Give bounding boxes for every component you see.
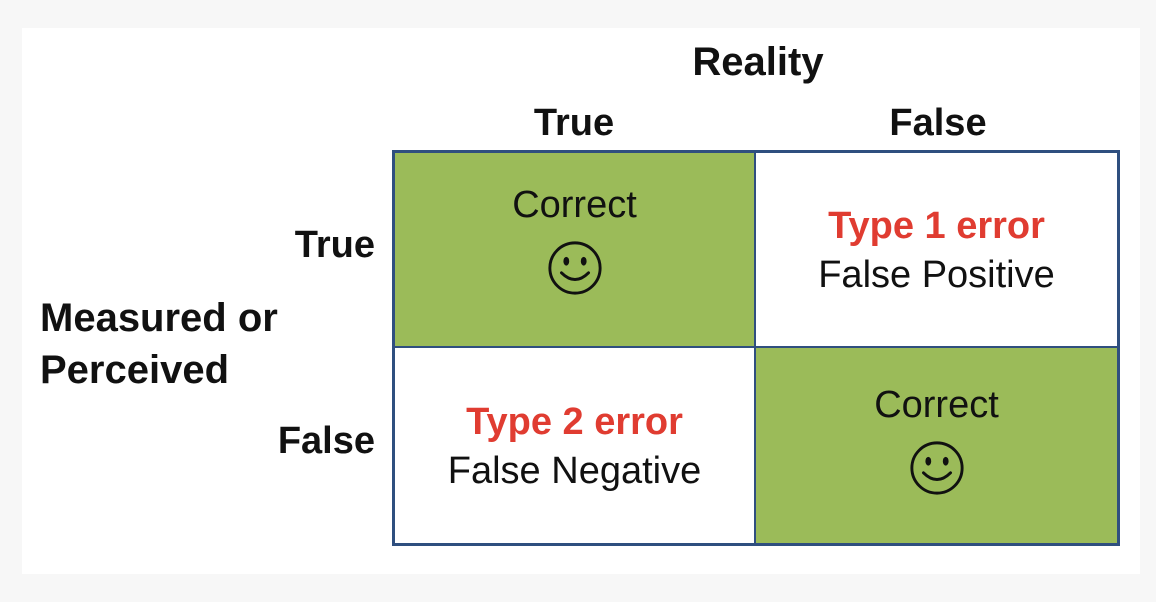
row-header-true: True: [294, 224, 375, 266]
cell-true-positive-correct: Correct: [395, 153, 756, 348]
false-negative-label: False Negative: [447, 449, 702, 492]
type-1-error-label: Type 1 error: [828, 204, 1045, 247]
reality-axis-title: Reality: [692, 40, 824, 84]
measured-axis-title-line-1: Measured or: [40, 296, 278, 340]
cell-true-negative-correct: Correct: [756, 348, 1117, 543]
row-header-false: False: [277, 420, 375, 462]
smiley-face-icon: [547, 240, 602, 295]
confusion-matrix: Correct Type 1 error False Positive Type…: [392, 150, 1120, 546]
measured-axis-title-line-2: Perceived: [40, 348, 230, 392]
measured-axis-title: Measured or Perceived: [40, 292, 278, 396]
cell-correct-label: Correct: [874, 383, 999, 426]
cell-false-positive: Type 1 error False Positive: [756, 153, 1117, 348]
type-2-error-label: Type 2 error: [466, 400, 683, 443]
false-positive-label: False Positive: [818, 253, 1055, 296]
cell-false-negative: Type 2 error False Negative: [395, 348, 756, 543]
smiley-face-icon: [909, 440, 964, 495]
column-header-false: False: [889, 102, 987, 144]
cell-correct-label: Correct: [512, 183, 637, 226]
column-header-true: True: [533, 102, 615, 144]
